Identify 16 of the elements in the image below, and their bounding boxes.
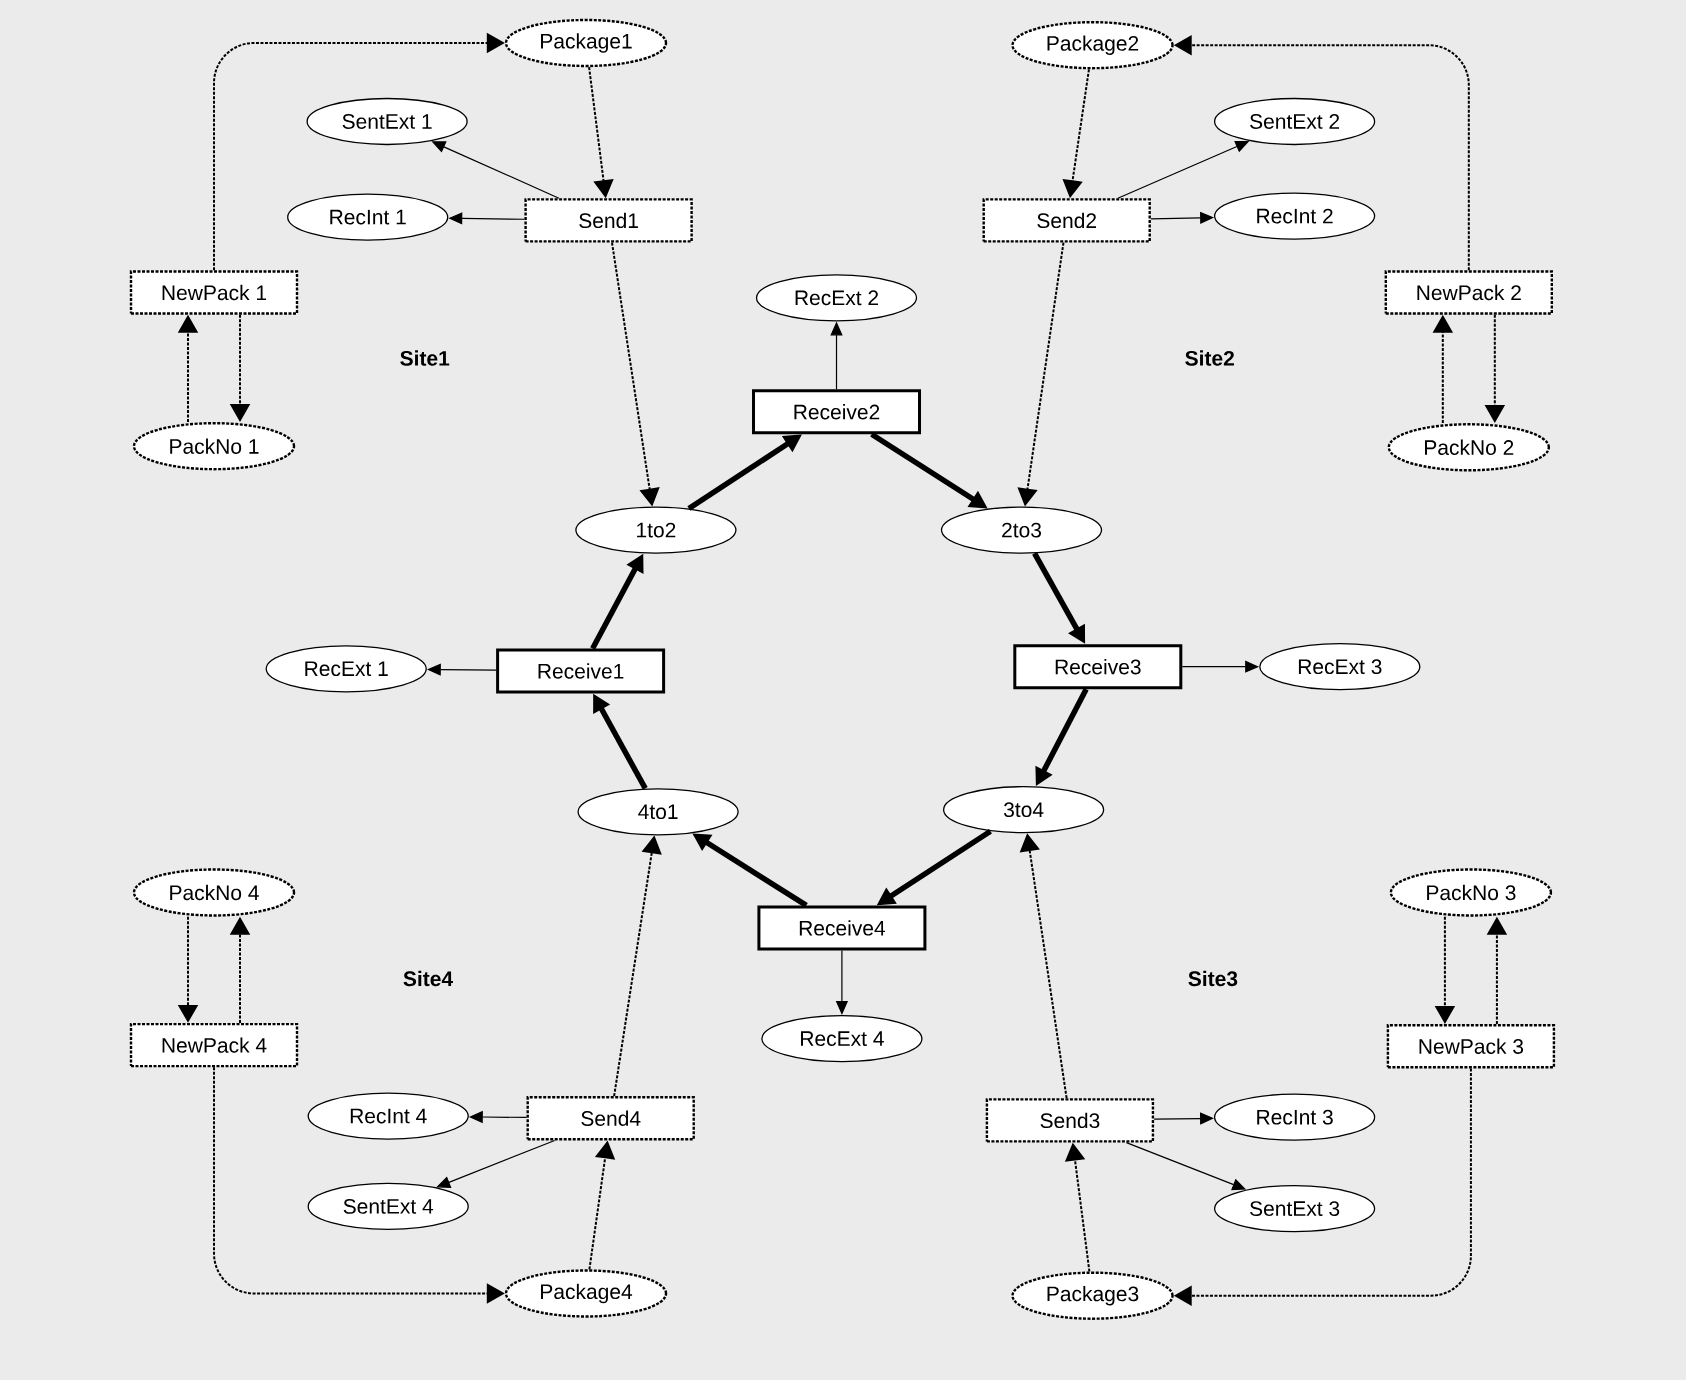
- transition-box: Receive2: [752, 389, 921, 435]
- transition-box: Receive4: [757, 905, 927, 951]
- site-label: Site1: [400, 350, 450, 366]
- transition-box: NewPack 3: [1386, 1024, 1556, 1069]
- transition-box: Send2: [982, 198, 1151, 243]
- site-label: Site3: [1188, 970, 1238, 987]
- transition-box: Receive1: [496, 648, 666, 694]
- transition-box: Receive3: [1013, 644, 1183, 690]
- transition-box: NewPack 1: [129, 270, 299, 315]
- transition-box: NewPack 4: [129, 1022, 299, 1068]
- transition-box: Send1: [524, 198, 693, 243]
- transition-box: Send3: [985, 1098, 1155, 1143]
- site-label: Site2: [1185, 350, 1234, 366]
- transition-box: Send4: [526, 1096, 695, 1141]
- transition-box: NewPack 2: [1384, 270, 1553, 315]
- site-label: Site4: [403, 970, 453, 987]
